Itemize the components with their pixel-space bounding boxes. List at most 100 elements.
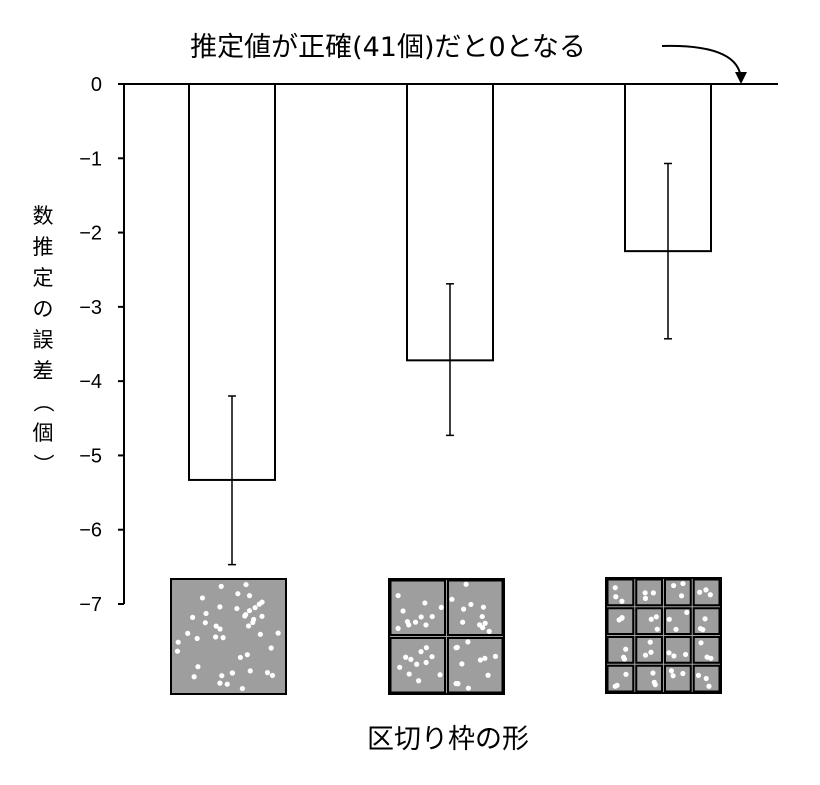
thumbnail-dot [175, 639, 181, 645]
thumbnail-dot [429, 613, 435, 620]
thumbnail-dot [647, 639, 653, 645]
thumbnail-dot [243, 612, 249, 618]
thumbnail-dot [479, 613, 485, 620]
thumbnail-dot [477, 657, 484, 663]
thumbnail-dot [418, 614, 424, 620]
y-axis-label-char: 誤 [33, 328, 54, 352]
thumbnail-dot [237, 654, 243, 661]
thumbnail-cell [664, 664, 692, 693]
thumbnail-2x2 [388, 578, 505, 695]
thumbnail-dot [492, 653, 499, 659]
thumbnail-dot [422, 600, 428, 606]
thumbnail-dot [642, 652, 649, 658]
thumbnail-dot [666, 650, 672, 656]
thumbnail-dot [449, 596, 455, 602]
thumbnail-dot [614, 682, 620, 688]
y-tick-label: −1 [79, 148, 102, 170]
thumbnail-dot [244, 652, 250, 658]
thumbnail-dot [403, 654, 409, 660]
thumbnail-dot [224, 681, 230, 687]
thumbnail-dot [707, 592, 713, 598]
thumbnail-cell [692, 578, 721, 607]
thumbnail-dot [695, 672, 702, 678]
y-tick-label: −6 [79, 520, 102, 542]
thumbnail-dot [199, 595, 206, 601]
thumbnail-1x1 [170, 578, 287, 695]
annotation-arrow [661, 44, 742, 81]
thumbnail-dot [652, 682, 658, 688]
y-axis: 0−1−2−3−4−5−6−7 [79, 74, 125, 616]
thumbnail-cell [606, 636, 635, 664]
thumbnail-dot [257, 631, 263, 637]
thumbnail-dot [414, 661, 420, 667]
error-bars-group [228, 162, 672, 566]
thumbnail-dot [203, 610, 209, 617]
thumbnail-dot [623, 671, 629, 677]
y-tick-label: −4 [79, 371, 102, 393]
thumbnail-dot [678, 593, 685, 599]
thumbnail-cell [692, 636, 721, 664]
thumbnail-dot [673, 626, 679, 632]
thumbnail-dot [437, 672, 443, 678]
y-tick-label: −5 [79, 445, 102, 467]
thumbnails-group [170, 577, 722, 695]
thumbnail-cell [389, 637, 446, 694]
thumbnail-4x4 [605, 577, 722, 694]
y-tick-label: −2 [79, 223, 102, 245]
thumbnail-dot [482, 620, 488, 626]
thumbnail-dot [648, 616, 654, 622]
thumbnail-dot [202, 620, 208, 626]
y-axis-label-char: 差 [33, 359, 54, 383]
thumbnail-dot [246, 593, 253, 599]
x-axis-label: 区切り枠の形 [367, 724, 529, 755]
thumbnail-dot [275, 630, 281, 636]
thumbnail-dot [191, 674, 197, 680]
thumbnail-dot [680, 670, 686, 677]
thumbnail-dot [259, 599, 265, 605]
y-axis-label-char: の [33, 297, 54, 321]
thumbnail-dot [485, 672, 491, 678]
y-axis-label-char: 数 [33, 204, 54, 228]
thumbnail-dot [423, 622, 429, 628]
thumbnail-cell [664, 607, 692, 635]
thumbnail-dot [217, 626, 223, 632]
thumbnail-cell [664, 636, 692, 664]
thumbnail-cell [664, 578, 692, 607]
thumbnail-dot [423, 659, 429, 666]
thumbnail-dot [650, 590, 656, 596]
thumbnail-cell [635, 664, 663, 693]
thumbnail-dot [194, 635, 200, 642]
thumbnail-dot [653, 614, 659, 620]
thumbnail-dot [212, 634, 219, 640]
bars-group [188, 83, 712, 481]
thumbnail-dot [213, 623, 219, 629]
thumbnail-dot [680, 580, 686, 587]
thumbnail-dot [423, 645, 430, 651]
thumbnail-dot [220, 635, 226, 641]
thumbnail-dot [416, 678, 422, 684]
thumbnail-dot [642, 595, 649, 601]
thumbnail-dot [698, 640, 704, 646]
thumbnail-dot [406, 622, 412, 628]
thumbnail-cell [635, 578, 663, 607]
thumbnail-dot [619, 598, 625, 604]
chart-annotation: 推定値が正確(41個)だと0となる [190, 32, 586, 63]
thumbnail-dot [412, 619, 419, 625]
thumbnail-dot [217, 680, 223, 686]
thumbnail-dot [480, 625, 486, 631]
thumbnail-dot [703, 675, 709, 682]
thumbnail-dot [453, 680, 459, 687]
thumbnail-dot [650, 670, 656, 676]
thumbnail-dot [704, 654, 710, 660]
thumbnail-cell [692, 664, 721, 693]
thumbnail-dot [190, 614, 196, 620]
thumbnail-dot [682, 651, 689, 658]
thumbnail-dot [480, 604, 487, 610]
thumbnail-dot [218, 583, 224, 589]
thumbnail-dot [269, 672, 276, 679]
thumbnail-dot [246, 608, 253, 614]
thumbnail-dot [486, 628, 492, 634]
y-axis-label-char: ） [31, 454, 55, 475]
